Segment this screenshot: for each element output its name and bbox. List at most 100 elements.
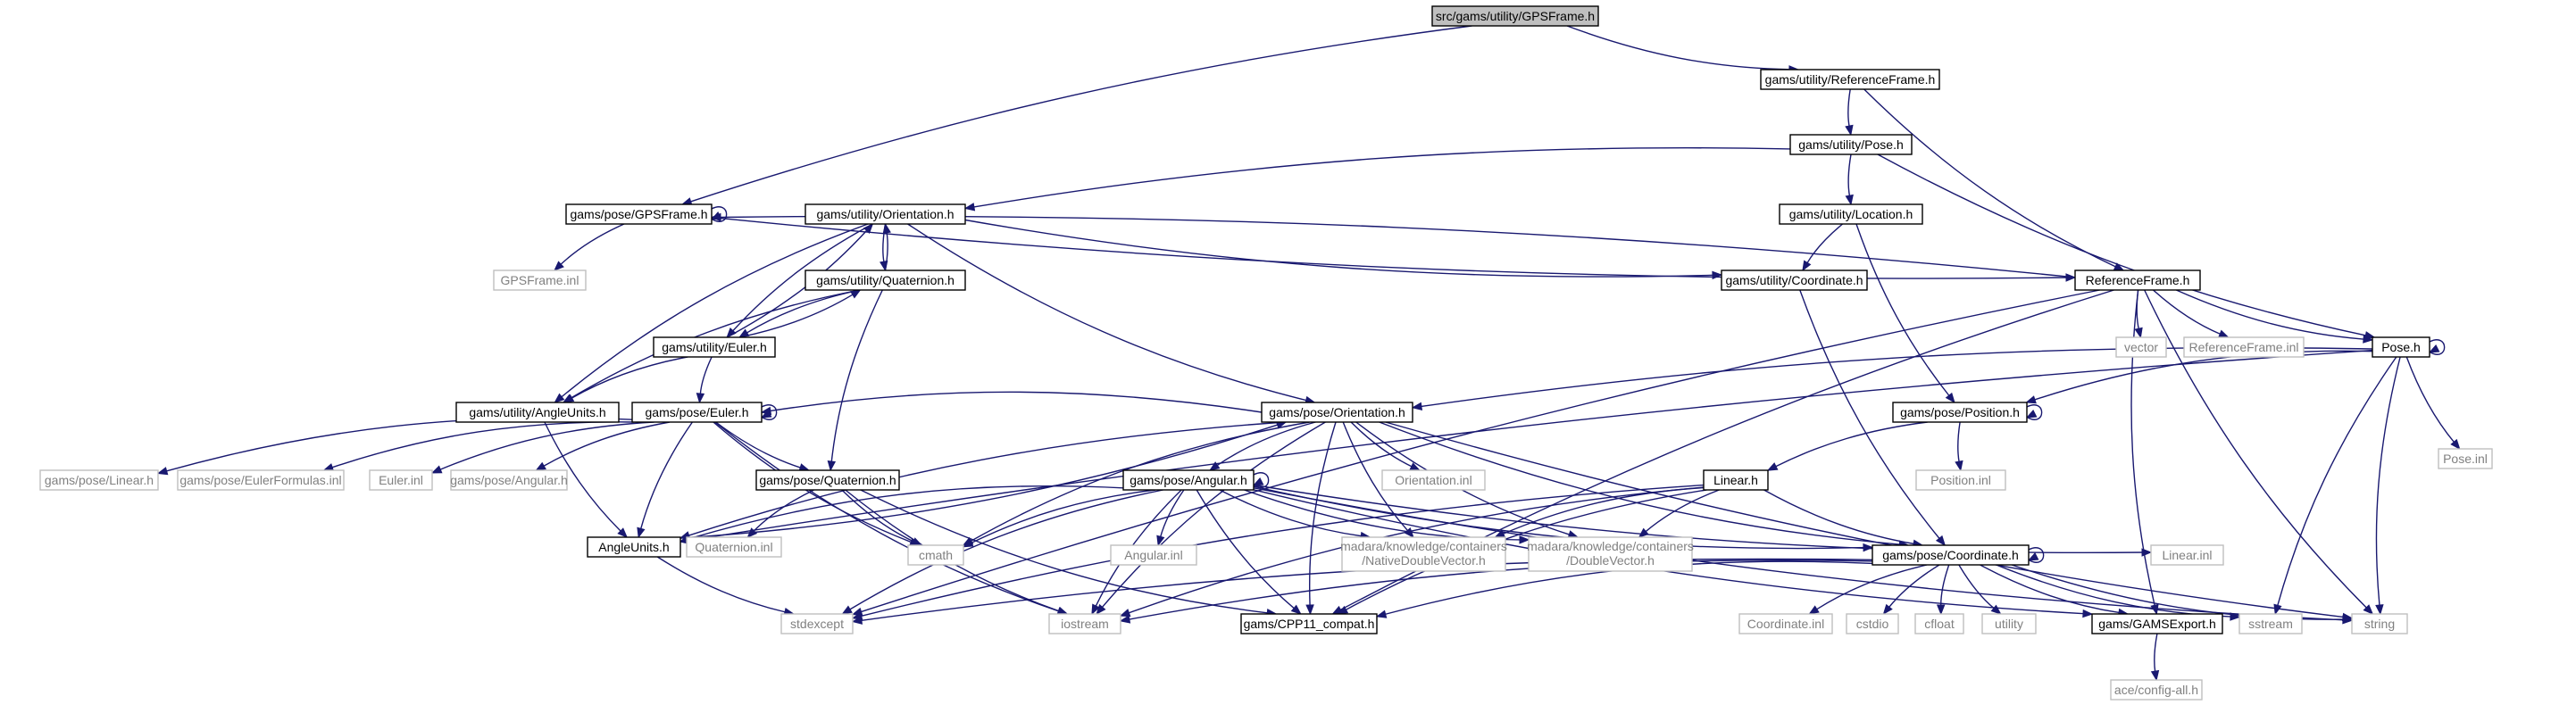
edge-pose_coordinate-to-cfloat [1936, 564, 1950, 616]
edge-gpsframe_root-to-utility_referenceframe [1566, 25, 1800, 74]
node-label: sstream [2248, 617, 2293, 631]
edge-pose_h-to-pose_inl [2405, 356, 2461, 451]
node-angular-inl: Angular.inl [1110, 544, 1197, 566]
edge-pose_coordinate-to-cstdio [1882, 564, 1940, 616]
edge-pose_orientation-to-pose_angular [1208, 421, 1316, 471]
edge-pose_gpsframe-to-gpsframe_inl [554, 223, 625, 271]
node-utility-coordinate[interactable]: gams/utility/Coordinate.h [1721, 269, 1868, 291]
edge-utility_quaternion-to-utility_orientation [882, 222, 891, 271]
node-label: gams/CPP11_compat.h [1244, 617, 1375, 631]
edge-pose_orientation-to-cpp11_compat [1305, 421, 1337, 616]
node-cpp11-compat[interactable]: gams/CPP11_compat.h [1240, 613, 1378, 634]
edge-pose_h-to-pose_h [2428, 339, 2446, 355]
edge-pose_euler-to-euler_inl [430, 421, 654, 474]
edge-pose_h-to-string [2375, 356, 2401, 616]
edge-pose_coordinate-to-pose_coordinate [2027, 547, 2045, 563]
edge-utility_angleunits-to-angleunits_h [544, 421, 629, 538]
edge-pose_euler-to-angleunits_h [637, 421, 693, 539]
edge-pose_position-to-pose_position [2025, 404, 2043, 420]
node-iostream: iostream [1048, 613, 1121, 634]
edge-utility_pose-to-utility_location [1845, 153, 1854, 206]
node-label: Pose.h [2381, 340, 2421, 354]
node-stdexcept: stdexcept [780, 613, 854, 634]
node-label: gams/utility/Pose.h [1798, 137, 1904, 152]
node-utility-angleunits[interactable]: gams/utility/AngleUnits.h [455, 402, 620, 423]
node-utility-referenceframe[interactable]: gams/utility/ReferenceFrame.h [1760, 69, 1940, 90]
edge-utility_quaternion-to-utility_euler [738, 289, 861, 338]
node-label: utility [1995, 617, 2023, 631]
node-label: gams/utility/Orientation.h [816, 207, 954, 221]
node-label: /NativeDoubleVector.h [1362, 553, 1486, 568]
edge-utility_referenceframe-to-utility_pose [1845, 88, 1854, 137]
node-pose-angular[interactable]: gams/pose/Angular.h [1122, 469, 1255, 491]
node-vector: vector [2115, 336, 2167, 358]
edge-utility_pose-to-utility_orientation [963, 146, 1791, 211]
node-gamsexport[interactable]: gams/GAMSExport.h [2091, 613, 2223, 634]
node-utility-location[interactable]: gams/utility/Location.h [1779, 203, 1923, 225]
node-pose-euler[interactable]: gams/pose/Euler.h [631, 402, 763, 423]
node-label: /DoubleVector.h [1566, 553, 1655, 568]
node-sstream: sstream [2238, 613, 2303, 634]
node-linear-inl: Linear.inl [2150, 544, 2224, 566]
node-pose-quaternion[interactable]: gams/pose/Quaternion.h [755, 469, 900, 491]
node-label: gams/utility/AngleUnits.h [469, 405, 605, 419]
edge-pose_h-to-pose_position [2025, 350, 2373, 404]
node-pose-coordinate[interactable]: gams/pose/Coordinate.h [1872, 544, 2030, 566]
node-quaternion-inl: Quaternion.inl [686, 536, 782, 558]
node-label: Euler.inl [379, 473, 423, 487]
node-label: iostream [1061, 617, 1109, 631]
edge-utility_location-to-utility_coordinate [1802, 223, 1844, 272]
edge-utility_pose-to-pose_h [1877, 153, 2376, 340]
node-label: Quaternion.inl [695, 540, 772, 554]
node-label: Pose.inl [2443, 452, 2488, 466]
node-utility: utility [1981, 613, 2037, 634]
node-label: madara/knowledge/containers [1527, 539, 1694, 553]
dependency-edges [156, 25, 2461, 682]
node-label: Orientation.inl [1395, 473, 1471, 487]
node-pose-angular-ext: gams/pose/Angular.h [450, 469, 568, 491]
edge-pose_position-to-position_inl [1955, 421, 1963, 472]
node-string: string [2351, 613, 2408, 634]
edge-gpsframe_root-to-pose_gpsframe [680, 25, 1472, 206]
node-label: madara/knowledge/containers [1340, 539, 1507, 553]
node-pose-inl: Pose.inl [2438, 448, 2493, 469]
edge-utility_quaternion-to-pose_quaternion [827, 289, 883, 472]
node-label: gams/pose/Position.h [1900, 405, 2020, 419]
node-label: vector [2124, 340, 2158, 354]
node-label: gams/GAMSExport.h [2098, 617, 2216, 631]
node-pose-gpsframe[interactable]: gams/pose/GPSFrame.h [565, 203, 713, 225]
node-label: GPSFrame.inl [501, 273, 579, 287]
edge-utility_orientation-to-utility_coordinate [964, 219, 1723, 280]
node-double-vector: madara/knowledge/containers/DoubleVector… [1527, 536, 1694, 572]
node-label: gams/pose/Coordinate.h [1882, 548, 2019, 562]
edge-pose_orientation-to-iostream [1096, 421, 1326, 616]
edge-pose_angular-to-cmath [962, 489, 1155, 548]
node-label: cmath [919, 548, 953, 562]
node-label: Coordinate.inl [1747, 617, 1824, 631]
node-cstdio: cstdio [1846, 613, 1899, 634]
node-referenceframe-h[interactable]: ReferenceFrame.h [2074, 269, 2201, 291]
node-label: Angular.inl [1124, 548, 1182, 562]
node-utility-orientation[interactable]: gams/utility/Orientation.h [804, 203, 966, 225]
edge-utility_euler-to-utility_angleunits [563, 356, 688, 403]
node-label: gams/utility/Quaternion.h [816, 273, 955, 287]
edge-pose_euler-to-pose_linear [156, 417, 633, 476]
node-utility-euler[interactable]: gams/utility/Euler.h [653, 336, 776, 358]
node-pose-position[interactable]: gams/pose/Position.h [1892, 402, 2028, 423]
node-label: stdexcept [790, 617, 844, 631]
edge-utility_location-to-pose_position [1855, 223, 1955, 404]
node-angleunits-h[interactable]: AngleUnits.h [587, 536, 681, 558]
edge-utility_orientation-to-utility_angleunits [554, 223, 869, 403]
node-label: string [2364, 617, 2395, 631]
node-referenceframe-inl: ReferenceFrame.inl [2183, 336, 2305, 358]
edge-referenceframe_h-to-string [2144, 289, 2374, 615]
edge-pose_coordinate-to-utility [1958, 564, 2002, 615]
node-utility-pose[interactable]: gams/utility/Pose.h [1789, 134, 1913, 155]
node-label: gams/utility/Euler.h [662, 340, 767, 354]
edge-angleunits_h-to-stdexcept [656, 556, 796, 617]
node-pose-orientation[interactable]: gams/pose/Orientation.h [1261, 402, 1413, 423]
node-pose-h[interactable]: Pose.h [2372, 336, 2430, 358]
node-linear-h[interactable]: Linear.h [1703, 469, 1769, 491]
node-utility-quaternion[interactable]: gams/utility/Quaternion.h [804, 269, 966, 291]
